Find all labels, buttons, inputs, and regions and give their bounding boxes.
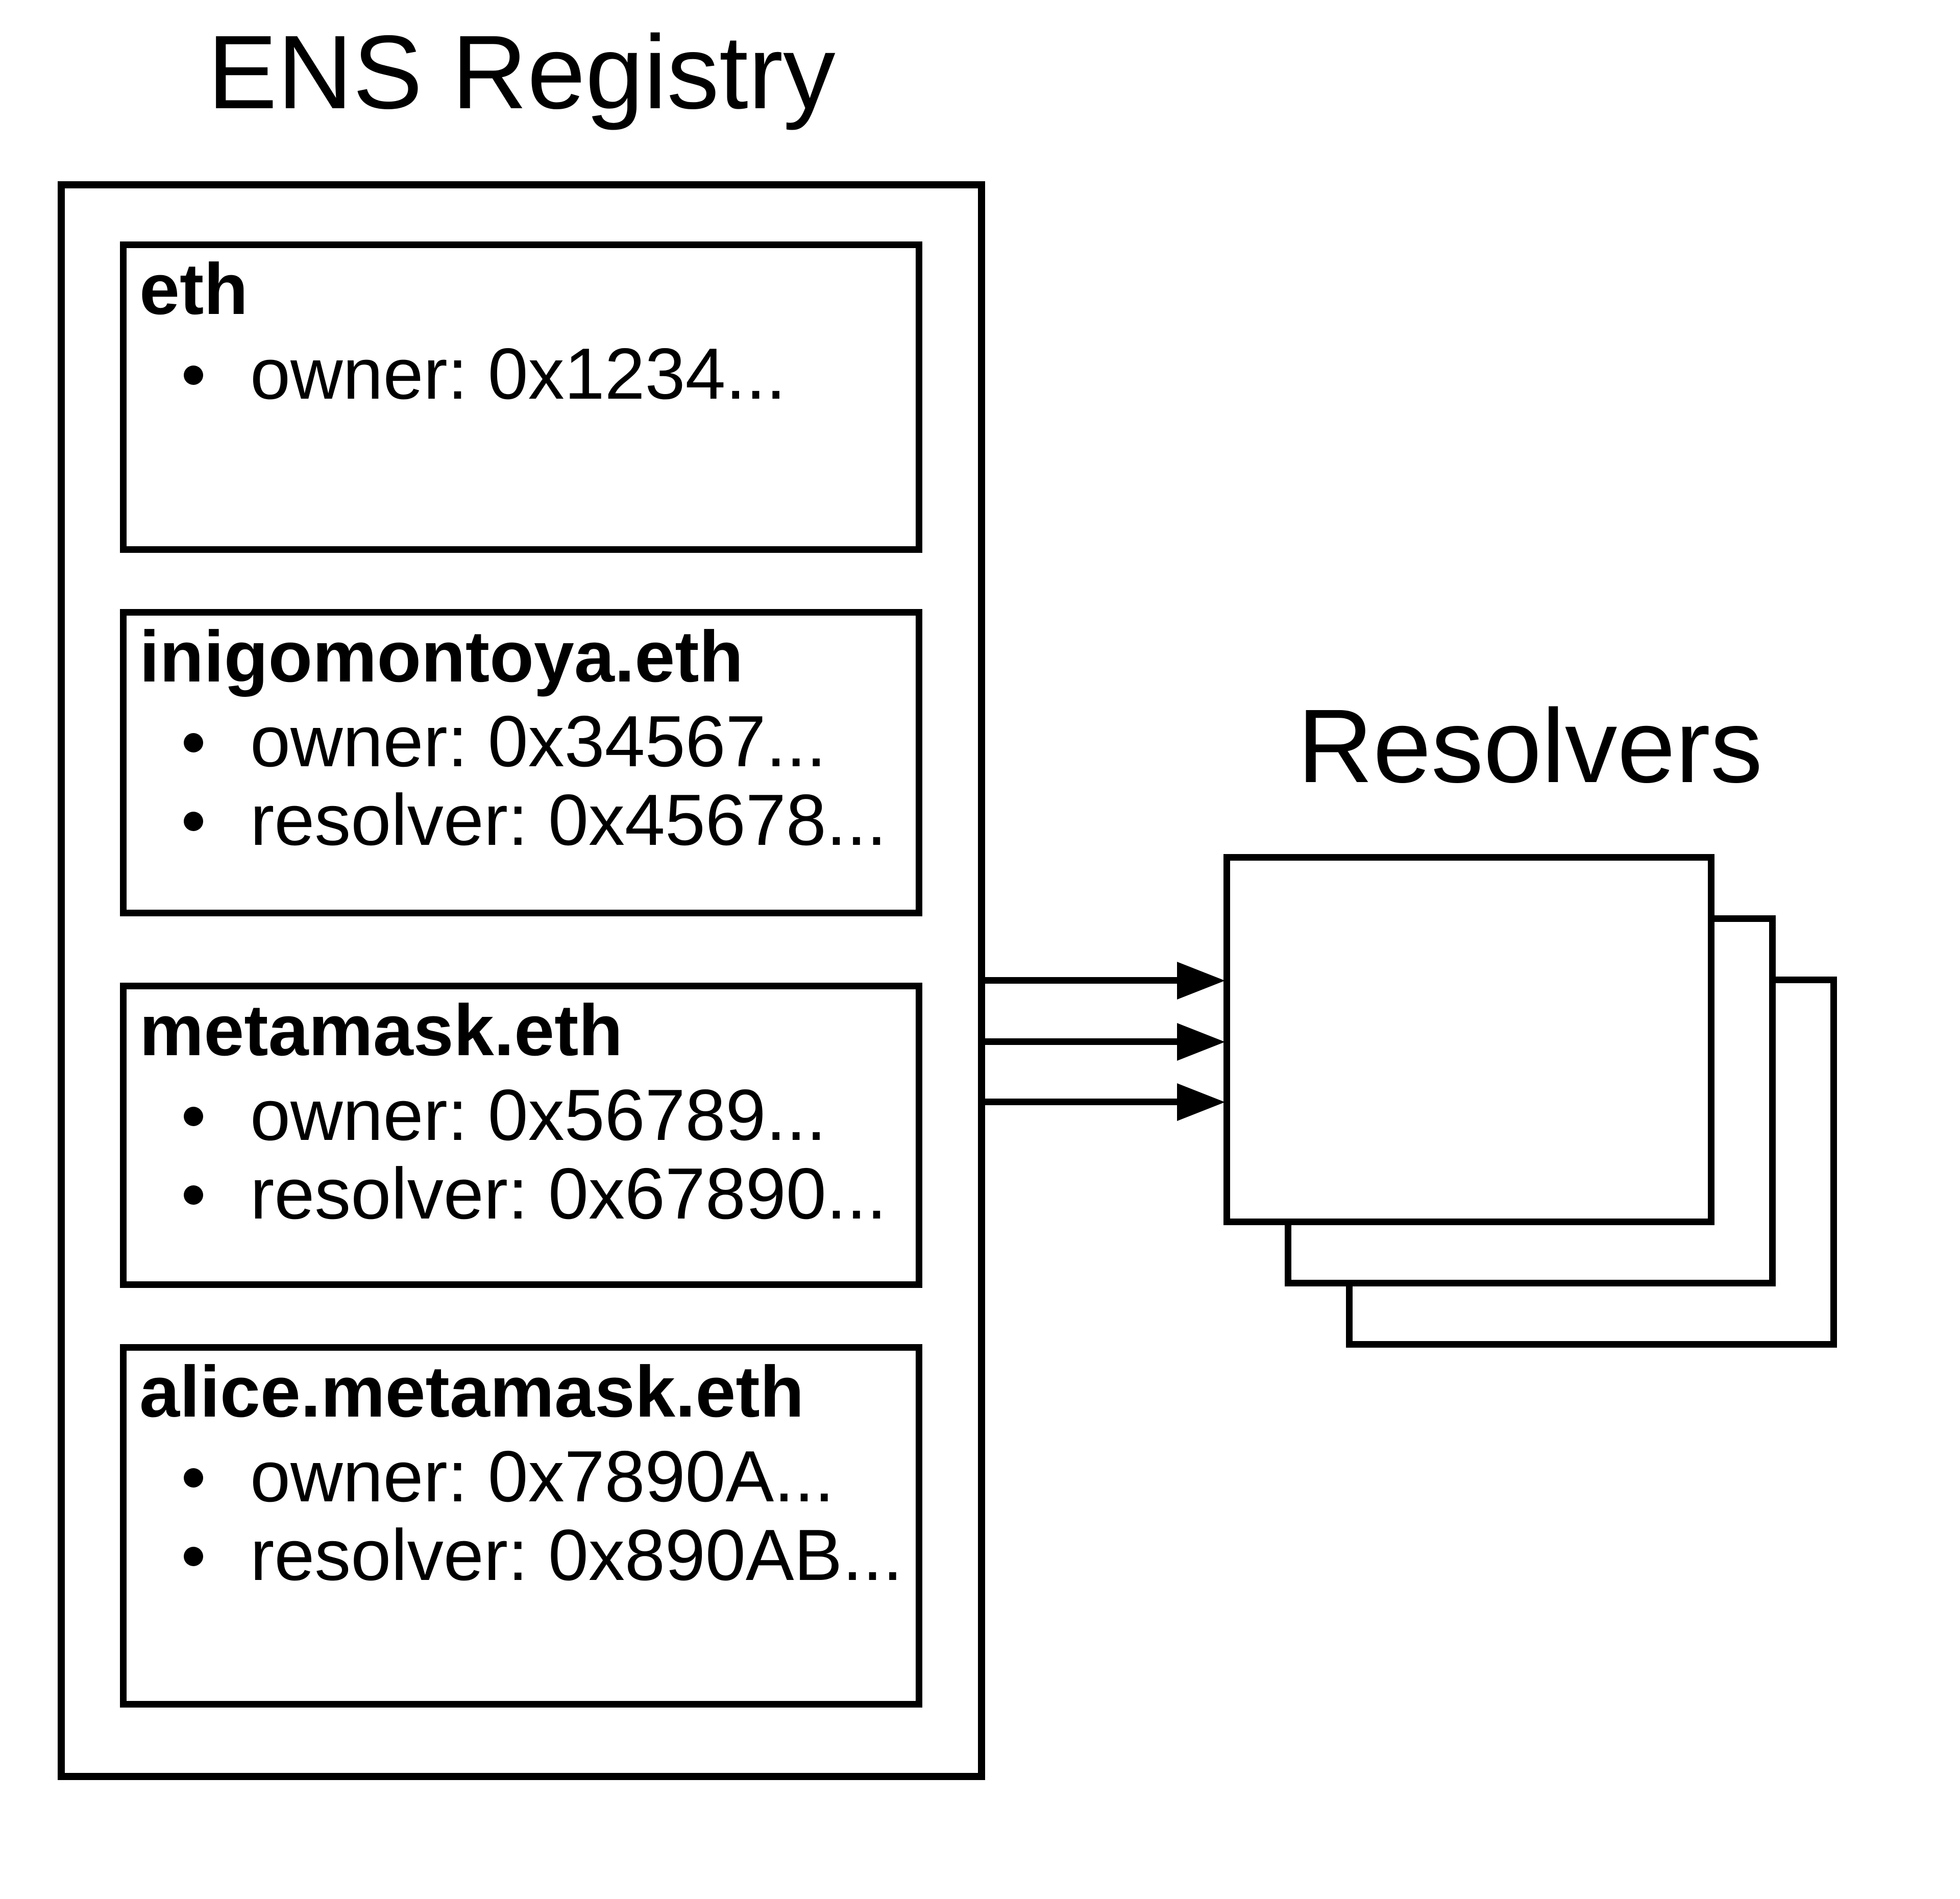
registry-box: eth owner: 0x1234... inigomontoya.eth ow… [58, 181, 985, 1780]
resolver-box-front [1223, 854, 1714, 1225]
record-field: owner: 0x1234... [139, 335, 916, 413]
arrow-head-icon [1177, 1023, 1225, 1061]
bullet-icon [184, 366, 203, 385]
bullet-icon [184, 1185, 203, 1205]
record-box-inigomontoya-eth: inigomontoya.eth owner: 0x34567... resol… [120, 609, 922, 916]
bullet-icon [184, 812, 203, 831]
record-field: owner: 0x56789... [139, 1076, 916, 1155]
record-field: resolver: 0x45678... [139, 781, 916, 860]
record-field-text: resolver: 0x67890... [250, 1153, 887, 1234]
record-field-text: resolver: 0x890AB... [250, 1515, 903, 1596]
arrow-head-icon [1177, 962, 1225, 1000]
record-field: owner: 0x34567... [139, 702, 916, 781]
record-field: resolver: 0x67890... [139, 1155, 916, 1233]
record-box-alice-metamask-eth: alice.metamask.eth owner: 0x7890A... res… [120, 1344, 922, 1708]
record-field-text: owner: 0x1234... [250, 333, 786, 415]
record-field-text: resolver: 0x45678... [250, 780, 887, 861]
record-box-eth: eth owner: 0x1234... [120, 241, 922, 553]
record-title: eth [139, 249, 248, 330]
arrow-line [982, 1038, 1178, 1045]
record-fields: owner: 0x56789... resolver: 0x67890... [139, 1076, 916, 1233]
bullet-icon [184, 1547, 203, 1566]
record-box-metamask-eth: metamask.eth owner: 0x56789... resolver:… [120, 983, 922, 1288]
record-field: owner: 0x7890A... [139, 1438, 916, 1516]
arrow-line [982, 977, 1178, 984]
bullet-icon [184, 1468, 203, 1488]
record-field-text: owner: 0x56789... [250, 1075, 826, 1156]
record-field-text: owner: 0x34567... [250, 701, 826, 782]
bullet-icon [184, 1107, 203, 1126]
record-fields: owner: 0x34567... resolver: 0x45678... [139, 702, 916, 860]
record-field-text: owner: 0x7890A... [250, 1436, 835, 1517]
bullet-icon [184, 733, 203, 752]
arrow-head-icon [1177, 1083, 1225, 1121]
record-title: inigomontoya.eth [139, 616, 744, 697]
record-fields: owner: 0x1234... [139, 335, 916, 413]
record-title: metamask.eth [139, 990, 623, 1071]
registry-title: ENS Registry [207, 14, 836, 131]
record-title: alice.metamask.eth [139, 1351, 804, 1432]
resolvers-title: Resolvers [1297, 688, 1763, 805]
record-field: resolver: 0x890AB... [139, 1516, 916, 1595]
record-fields: owner: 0x7890A... resolver: 0x890AB... [139, 1438, 916, 1595]
arrow-line [982, 1099, 1178, 1105]
